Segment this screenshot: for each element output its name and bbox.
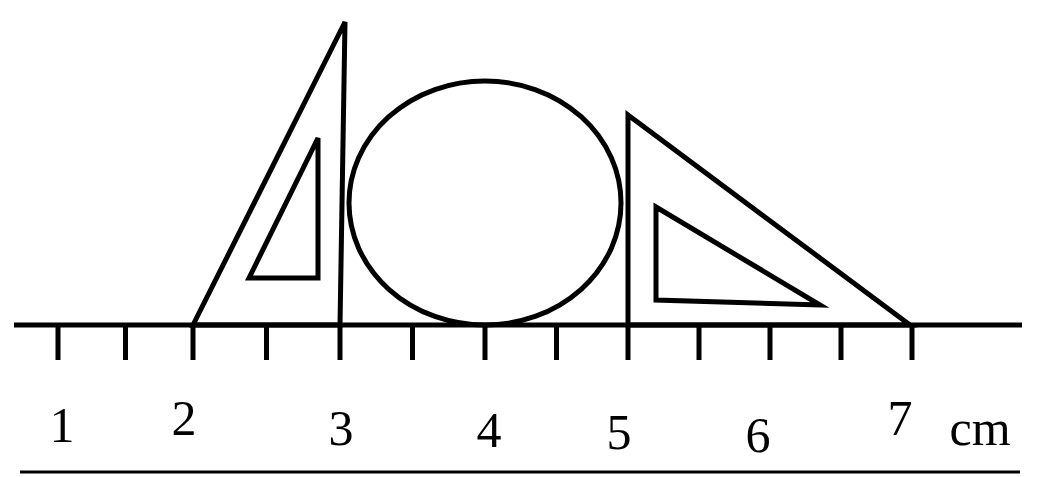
tick-mark xyxy=(697,325,702,360)
set-square-hole xyxy=(249,138,318,278)
tick-mark xyxy=(910,325,915,360)
set-square xyxy=(193,22,345,325)
scale-number: 6 xyxy=(746,410,771,460)
scale-number: 1 xyxy=(50,400,75,450)
tick-mark xyxy=(410,325,415,360)
tick-mark xyxy=(56,325,61,360)
tick-mark xyxy=(191,325,196,360)
tick-mark xyxy=(483,325,488,360)
scale-number: 3 xyxy=(329,403,354,453)
tick-mark xyxy=(338,325,343,360)
tick-mark xyxy=(768,325,773,360)
tick-mark xyxy=(626,325,631,360)
unit-label: cm xyxy=(949,403,1010,453)
set-square-hole xyxy=(656,207,820,305)
scale-number: 7 xyxy=(888,393,913,443)
scale-number: 4 xyxy=(477,405,502,455)
underline xyxy=(20,471,1020,474)
ruler-ticks xyxy=(58,325,912,360)
tick-mark xyxy=(123,325,128,360)
tick-mark xyxy=(839,325,844,360)
tick-mark xyxy=(264,325,269,360)
scale-number: 2 xyxy=(172,393,197,443)
scale-number: 5 xyxy=(607,407,632,457)
set-square xyxy=(628,115,910,325)
circle xyxy=(349,81,621,325)
tick-mark xyxy=(554,325,559,360)
